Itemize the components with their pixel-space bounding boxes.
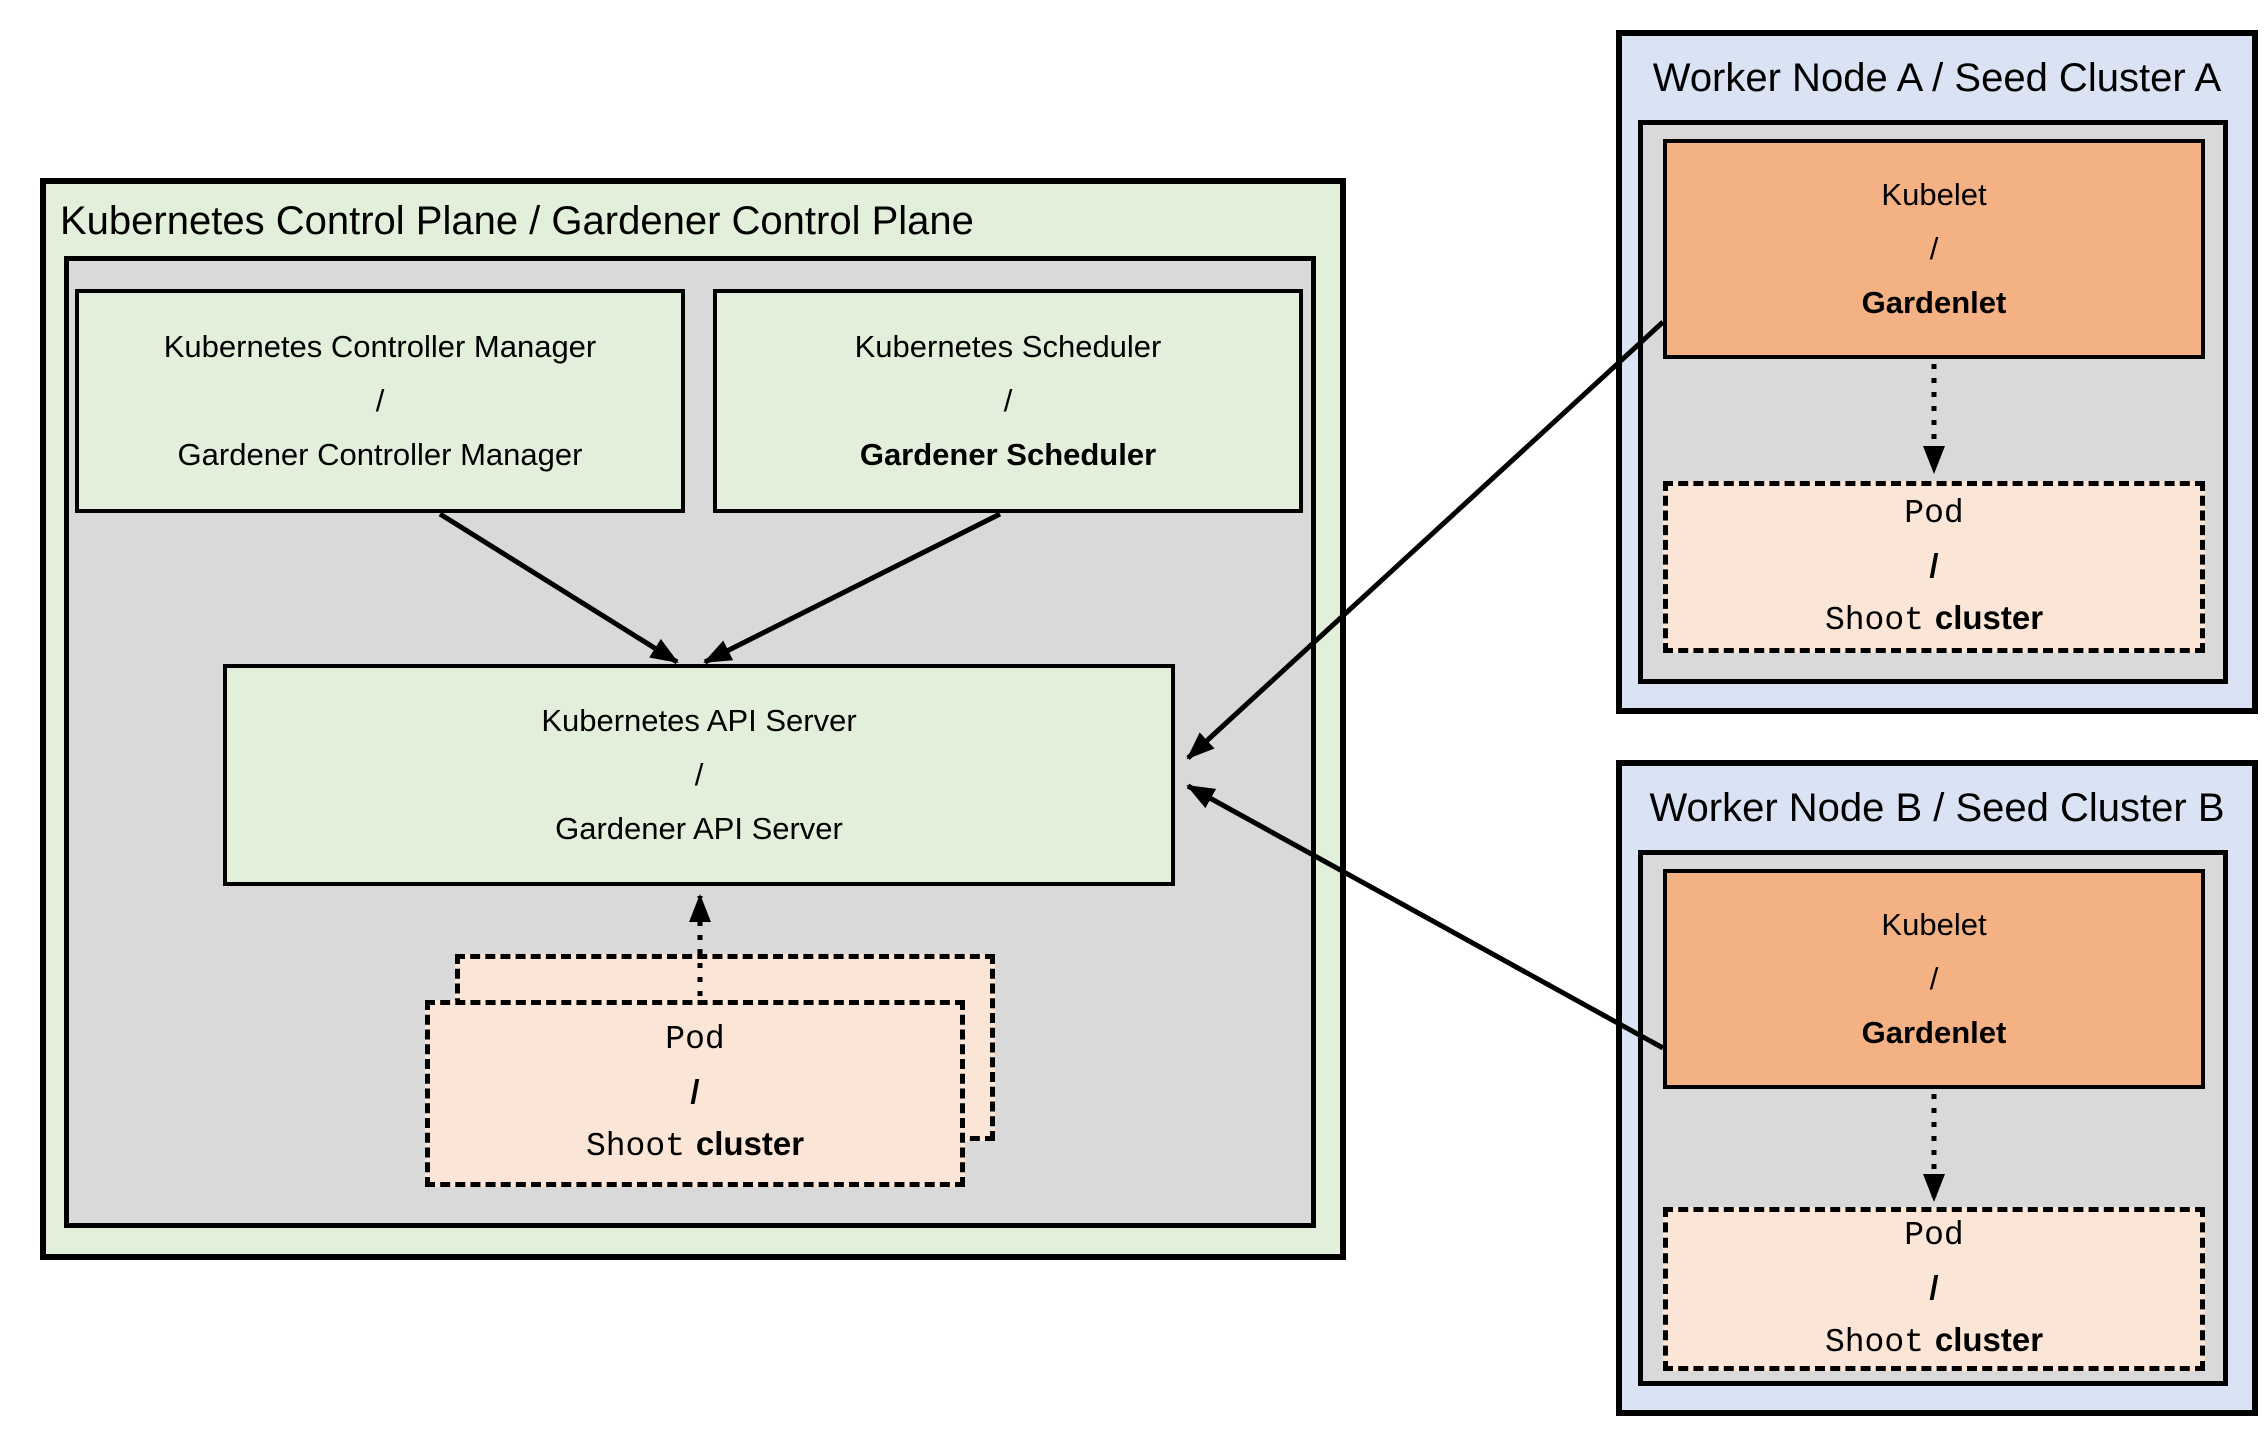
api-server-line1: Kubernetes API Server bbox=[541, 703, 857, 738]
pod-a-line2: Shoot cluster bbox=[1825, 592, 2043, 647]
control-plane-inner: Kubernetes Controller Manager / Gardener… bbox=[64, 256, 1316, 1228]
pod-line2-label: cluster bbox=[695, 1125, 805, 1162]
scheduler-box: Kubernetes Scheduler / Gardener Schedule… bbox=[713, 289, 1303, 513]
controller-manager-line2: Gardener Controller Manager bbox=[177, 437, 583, 472]
control-plane-box: Kubernetes Control Plane / Gardener Cont… bbox=[40, 178, 1346, 1260]
worker-node-b-box: Worker Node B / Seed Cluster B Kubelet /… bbox=[1616, 760, 2258, 1416]
pod-a-line2-label: cluster bbox=[1934, 598, 2044, 636]
kubelet-a-line1: Kubelet bbox=[1881, 177, 1987, 212]
api-server-separator: / bbox=[694, 757, 704, 792]
kubelet-b-line2: Gardenlet bbox=[1861, 1015, 2007, 1050]
pod-a-line1: Pod bbox=[1904, 494, 1964, 532]
pod-b-line2-code: Shoot bbox=[1824, 1323, 1924, 1361]
worker-node-a-inner: Kubelet / Gardenlet Pod / Shoot cluster bbox=[1638, 120, 2228, 684]
pod-separator: / bbox=[690, 1073, 700, 1110]
worker-node-b-title: Worker Node B / Seed Cluster B bbox=[1649, 786, 2225, 830]
pod-b-line2: Shoot cluster bbox=[1825, 1314, 2043, 1369]
worker-node-b-inner: Kubelet / Gardenlet Pod / Shoot cluster bbox=[1638, 850, 2228, 1386]
worker-node-a-title: Worker Node A / Seed Cluster A bbox=[1652, 56, 2222, 100]
kubelet-b-line1: Kubelet bbox=[1881, 907, 1987, 942]
pod-b-line2-label: cluster bbox=[1934, 1320, 2044, 1358]
kubelet-a-box: Kubelet / Gardenlet bbox=[1663, 139, 2205, 359]
shoot-pod-a-box: Pod / Shoot cluster bbox=[1663, 481, 2205, 653]
pod-line2: Shoot cluster bbox=[586, 1118, 804, 1173]
scheduler-separator: / bbox=[1003, 383, 1013, 418]
controller-manager-box: Kubernetes Controller Manager / Gardener… bbox=[75, 289, 685, 513]
controller-manager-separator: / bbox=[375, 383, 385, 418]
worker-node-a-box: Worker Node A / Seed Cluster A Kubelet /… bbox=[1616, 30, 2258, 714]
pod-a-line2-code: Shoot bbox=[1824, 601, 1924, 639]
api-server-line2: Gardener API Server bbox=[555, 811, 843, 846]
kubelet-a-line2: Gardenlet bbox=[1861, 285, 2007, 320]
pod-b-line1: Pod bbox=[1904, 1216, 1964, 1254]
scheduler-line2: Gardener Scheduler bbox=[859, 437, 1157, 472]
control-plane-title: Kubernetes Control Plane / Gardener Cont… bbox=[60, 199, 974, 243]
shoot-pod-box: Pod / Shoot cluster bbox=[425, 1000, 965, 1187]
pod-b-separator: / bbox=[1929, 1268, 1939, 1306]
kubelet-b-box: Kubelet / Gardenlet bbox=[1663, 869, 2205, 1089]
kubelet-a-separator: / bbox=[1929, 231, 1939, 266]
api-server-box: Kubernetes API Server / Gardener API Ser… bbox=[223, 664, 1175, 886]
kubelet-b-separator: / bbox=[1929, 961, 1939, 996]
shoot-pod-b-box: Pod / Shoot cluster bbox=[1663, 1207, 2205, 1371]
pod-a-separator: / bbox=[1929, 546, 1939, 584]
controller-manager-line1: Kubernetes Controller Manager bbox=[163, 329, 597, 364]
pod-line1: Pod bbox=[665, 1021, 725, 1058]
scheduler-line1: Kubernetes Scheduler bbox=[854, 329, 1162, 364]
pod-line2-code: Shoot bbox=[585, 1128, 685, 1165]
